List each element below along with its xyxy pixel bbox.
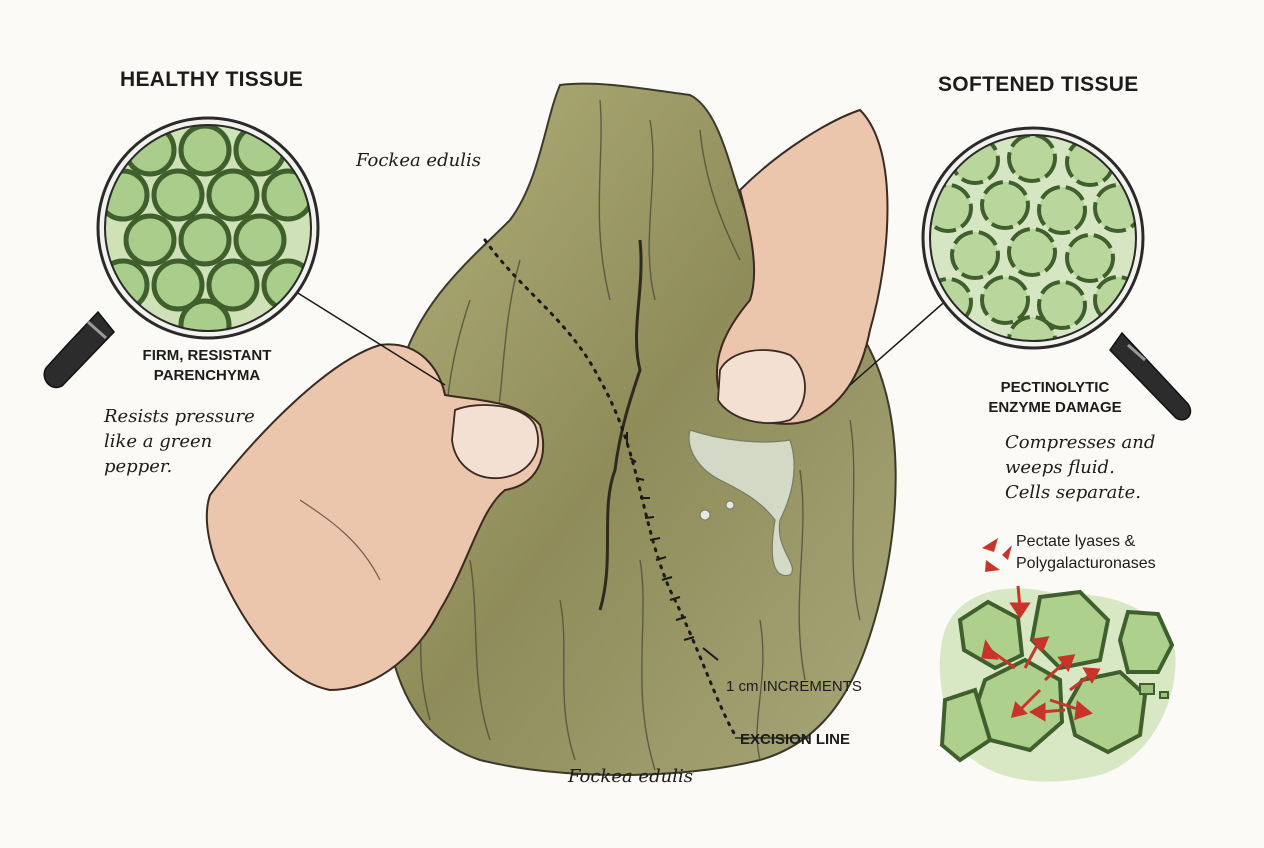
softened-note-line: weeps fluid. [1005,457,1115,478]
softened-caption-line: PECTINOLYTIC [1000,379,1110,396]
species-label-bottom: Fockea edulis [568,766,693,787]
species-label-top: Fockea edulis [356,150,481,171]
enzyme-label-line: Polygalacturonases [1016,555,1156,572]
softened-tissue-heading: SOFTENED TISSUE [938,73,1139,96]
enzyme-label-line: Pectate lyases & [1016,533,1136,550]
magnifier-icon [849,126,1192,421]
healthy-note-line: like a green [104,431,213,452]
healthy-caption-line: PARENCHYMA [153,367,261,384]
softened-caption-line: ENZYME DAMAGE [988,399,1122,416]
healthy-caption-line: FIRM, RESISTANT [142,347,272,364]
softened-note: Compresses and weeps fluid. Cells separa… [1005,430,1155,505]
scale-label: 1 cm INCREMENTS [726,678,862,695]
healthy-cell-pattern [105,125,311,331]
healthy-tissue-heading: HEALTHY TISSUE [120,68,304,91]
softened-note-line: Compresses and [1005,432,1156,453]
right-hand [715,108,889,425]
enzyme-arrow-icon [981,585,1101,722]
magnifier-icon [43,116,446,389]
softened-note-line: Cells separate. [1005,482,1141,503]
enzyme-label: Pectate lyases & Polygalacturonases [1016,531,1156,575]
healthy-note-line: pepper. [104,456,173,477]
enzyme-legend-icon [982,538,1012,572]
enzyme-cell-diagram [939,538,1176,782]
excision-line-label: EXCISION LINE [740,731,851,748]
weeping-fluid [688,429,795,577]
healthy-note-line: Resists pressure [104,406,255,427]
healthy-caption: FIRM, RESISTANT PARENCHYMA [112,346,302,386]
healthy-note: Resists pressure like a green pepper. [104,404,255,479]
scale-ticks [626,432,719,661]
softened-caption: PECTINOLYTIC ENZYME DAMAGE [960,378,1150,418]
